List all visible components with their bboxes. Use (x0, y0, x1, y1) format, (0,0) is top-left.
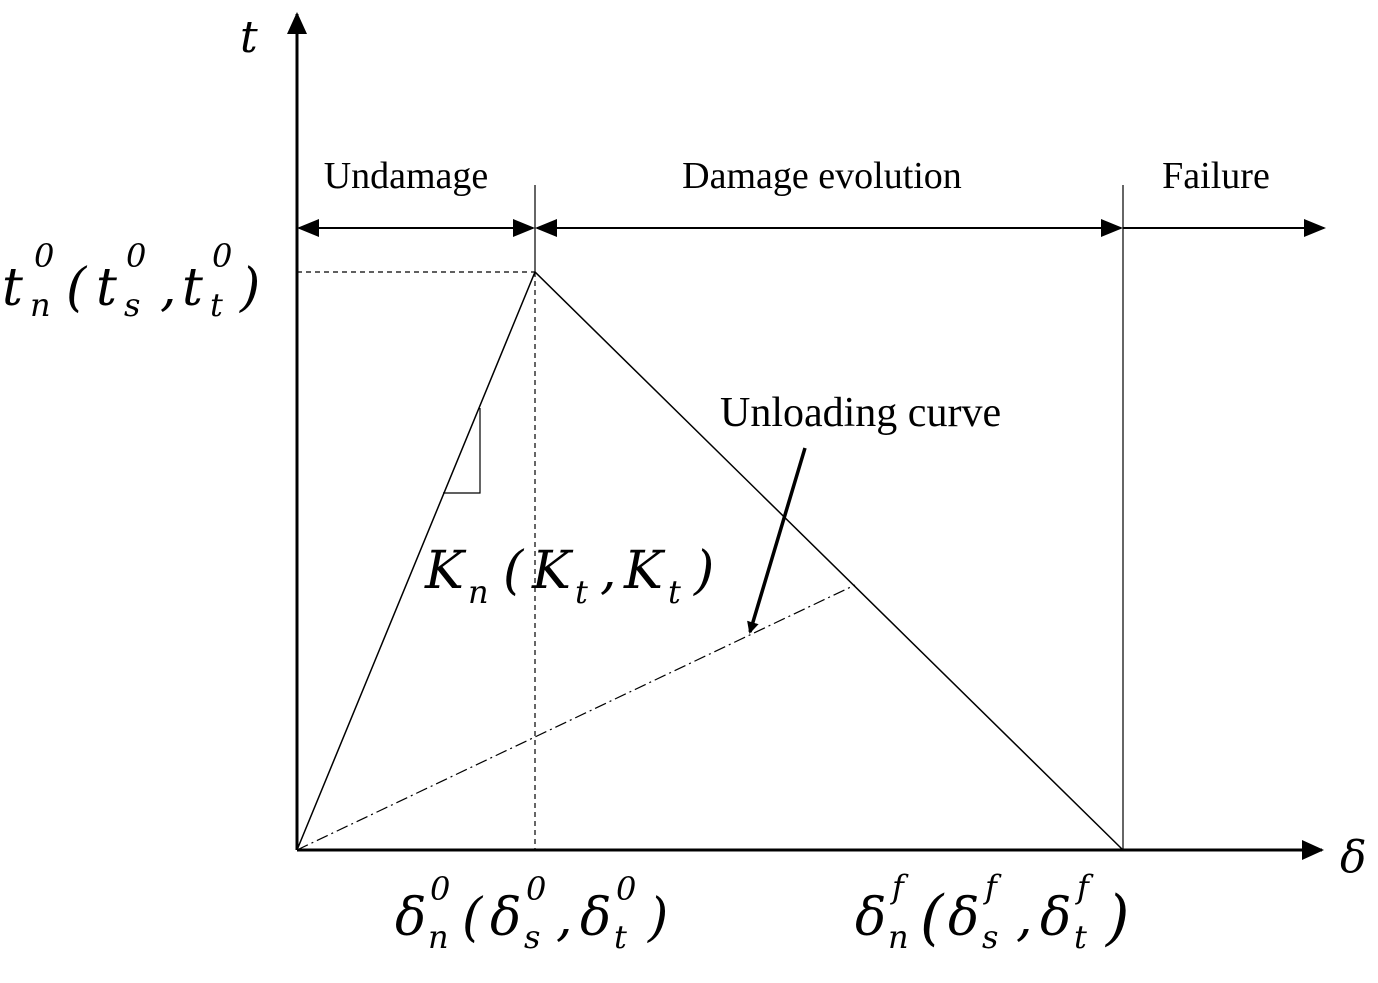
svg-text:(: ( (462, 888, 484, 948)
svg-text:,: , (556, 888, 573, 948)
svg-text:,: , (600, 541, 617, 601)
svg-text:(: ( (920, 883, 945, 953)
svg-text:δ: δ (948, 888, 979, 948)
svg-text:t: t (614, 918, 627, 956)
svg-text:s: s (124, 286, 140, 324)
svg-text:K: K (623, 541, 666, 601)
stiffness-label: K n ( K t , K t ) (424, 541, 714, 611)
svg-text:(: ( (503, 541, 525, 601)
svg-text:): ) (647, 888, 668, 948)
svg-text:,: , (160, 258, 177, 318)
x-axis-label: δ (1340, 832, 1367, 883)
svg-text:n: n (468, 573, 489, 611)
svg-text:0: 0 (526, 870, 546, 908)
svg-text:n: n (888, 918, 909, 956)
svg-text:0: 0 (616, 870, 636, 908)
svg-text:s: s (982, 918, 998, 956)
failure-label: Failure (1162, 155, 1270, 197)
svg-text:0: 0 (212, 237, 232, 275)
svg-text:δ: δ (1040, 888, 1071, 948)
svg-text:t: t (96, 258, 117, 318)
onset-displacement-label: δ 0 n ( δ 0 s , δ 0 t ) (395, 870, 668, 956)
slope-triangle (443, 408, 481, 494)
svg-text:K: K (424, 541, 467, 601)
svg-text:δ: δ (490, 888, 521, 948)
svg-text:0: 0 (430, 870, 450, 908)
svg-text:t: t (210, 286, 223, 324)
failure-displacement-label: δ f n ( δ f s , δ f t ) (855, 868, 1129, 956)
svg-text:t: t (2, 258, 23, 318)
svg-text:K: K (531, 541, 574, 601)
svg-text:(: ( (66, 258, 88, 318)
svg-text:n: n (428, 918, 449, 956)
peak-traction-label: t 0 n ( t 0 s , t 0 t ) (2, 237, 260, 324)
undamage-label: Undamage (324, 155, 489, 197)
svg-text:0: 0 (34, 237, 54, 275)
svg-text:δ: δ (395, 888, 426, 948)
damage-evolution-label: Damage evolution (682, 155, 962, 197)
unloading-pointer-arrow (747, 447, 807, 634)
svg-text:): ) (1104, 883, 1129, 953)
y-axis-label: t (240, 12, 258, 63)
svg-text:): ) (239, 258, 260, 318)
svg-text:t: t (1074, 918, 1087, 956)
svg-text:t: t (668, 573, 681, 611)
svg-text:,: , (1016, 888, 1033, 948)
svg-text:0: 0 (126, 237, 146, 275)
svg-text:): ) (693, 541, 714, 601)
unloading-line (296, 584, 856, 851)
unloading-curve-label: Unloading curve (720, 390, 1001, 436)
svg-text:n: n (30, 286, 51, 324)
svg-text:f: f (890, 868, 909, 906)
svg-text:δ: δ (580, 888, 611, 948)
traction-separation-curve (296, 270, 1124, 851)
svg-text:f: f (1075, 868, 1094, 906)
svg-text:f: f (983, 868, 1002, 906)
svg-text:s: s (524, 918, 540, 956)
svg-text:δ: δ (855, 888, 886, 948)
svg-text:t: t (182, 258, 203, 318)
svg-text:t: t (575, 573, 588, 611)
